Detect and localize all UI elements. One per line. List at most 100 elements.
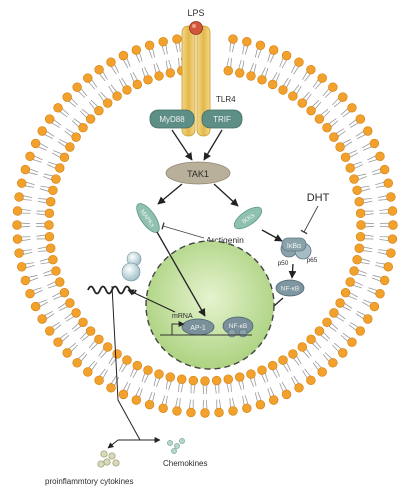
lipid-head [72, 82, 82, 92]
lipid-head [62, 348, 72, 358]
tak1-node: TAK1 [165, 161, 231, 185]
lipid-head [278, 85, 288, 95]
ap1-node: AP-1 [181, 318, 215, 336]
arrow-trif-tak1 [203, 129, 223, 161]
lipid-head [37, 314, 47, 324]
arrow-tak1-ikks [213, 183, 239, 207]
lipid-head [20, 275, 31, 286]
ikks-node: IKKs [233, 206, 263, 230]
arrow-ikks-ikb [261, 229, 283, 242]
arctigenin-label: Arctigenin [206, 235, 244, 245]
lipid-head [211, 375, 222, 386]
lipid-head [44, 231, 55, 242]
lipid-head [314, 326, 325, 336]
lipid-head [94, 105, 104, 116]
lipid-head [144, 40, 155, 51]
lipid-head [255, 399, 266, 410]
lipid-head [335, 142, 345, 152]
lipid-head [387, 234, 398, 244]
lipid-head [340, 287, 351, 298]
lipid-head [78, 317, 88, 327]
proinflammatory-label: proinflammtory cytokines [45, 477, 133, 486]
arrow-myd88-tak1 [171, 129, 193, 161]
lipid-head [328, 358, 338, 368]
lipid-head [103, 342, 113, 352]
lipid-head [46, 197, 56, 207]
myd88-label: MyD88 [159, 115, 185, 124]
lipid-head [354, 243, 364, 253]
lipid-head [44, 220, 54, 230]
lipid-head [55, 163, 65, 173]
lipid-head [267, 79, 278, 90]
chemokines-label: Chemokines [163, 459, 207, 468]
lipid-head [143, 365, 153, 375]
lipid-head [383, 262, 393, 272]
lipid-head [14, 192, 24, 202]
lipid-head [71, 132, 81, 142]
lipid-head [355, 114, 366, 124]
lipid-head [53, 103, 63, 113]
lipid-head [188, 375, 199, 386]
lipid-head [267, 360, 278, 371]
lipid-head [48, 255, 58, 265]
lipid-head [72, 358, 82, 368]
lipid-head [246, 71, 256, 81]
lipid-head [48, 185, 58, 195]
lipid-head [355, 208, 366, 219]
lipid-head [387, 206, 398, 216]
lipid-head [306, 334, 316, 345]
lipid-head [349, 266, 359, 276]
lipid-head [46, 243, 56, 253]
lipid-head [328, 82, 338, 92]
ap1-label: AP-1 [190, 325, 206, 332]
lipid-head [314, 114, 325, 124]
lipid-head [345, 277, 355, 287]
lipid-head [62, 92, 72, 102]
lipid-head [158, 403, 168, 413]
lipid-head [94, 375, 104, 386]
lipid-head [172, 34, 182, 44]
lipid-head [94, 64, 104, 75]
arrow-tak1-mapks [157, 183, 183, 205]
lipid-head [53, 337, 63, 347]
dht-label: DHT [307, 192, 330, 204]
lipid-head [122, 85, 132, 95]
lipid-head [386, 192, 396, 202]
lipid-head [112, 349, 122, 359]
secretion-path [111, 285, 141, 441]
lipid-head [288, 91, 298, 101]
lipid-head [338, 348, 348, 358]
lps-label: LPS [187, 8, 204, 18]
lipid-head [294, 383, 304, 393]
lipid-head [379, 275, 390, 286]
lipid-head [154, 71, 164, 81]
lipid-head [12, 206, 23, 216]
transcription-start [171, 321, 185, 335]
lipid-head [112, 91, 122, 101]
lipid-head [83, 73, 93, 83]
lipid-head [340, 152, 351, 163]
lipid-head [246, 369, 256, 379]
lipid-head [44, 208, 55, 219]
lipid-head [55, 277, 65, 287]
lipid-head [106, 383, 116, 393]
lipid-head [363, 314, 373, 324]
arrow-mrna-export [127, 289, 176, 313]
lipid-head [369, 301, 380, 312]
ribosome [121, 251, 142, 282]
tak1-label: TAK1 [187, 169, 209, 179]
lipid-head [257, 365, 267, 375]
myd88-node: MyD88 [149, 109, 195, 129]
lipid-head [268, 45, 279, 55]
lipid-head [294, 57, 304, 67]
lipid-head [44, 326, 55, 336]
lipid-head [379, 164, 390, 175]
mrna-label: mRNA [172, 313, 193, 320]
lipid-head [154, 369, 164, 379]
arrow-mapks-ap1 [156, 231, 206, 317]
lipid-head [25, 151, 35, 162]
lipid-head [59, 152, 70, 163]
lipid-head [235, 68, 245, 78]
lipid-head [354, 197, 364, 207]
